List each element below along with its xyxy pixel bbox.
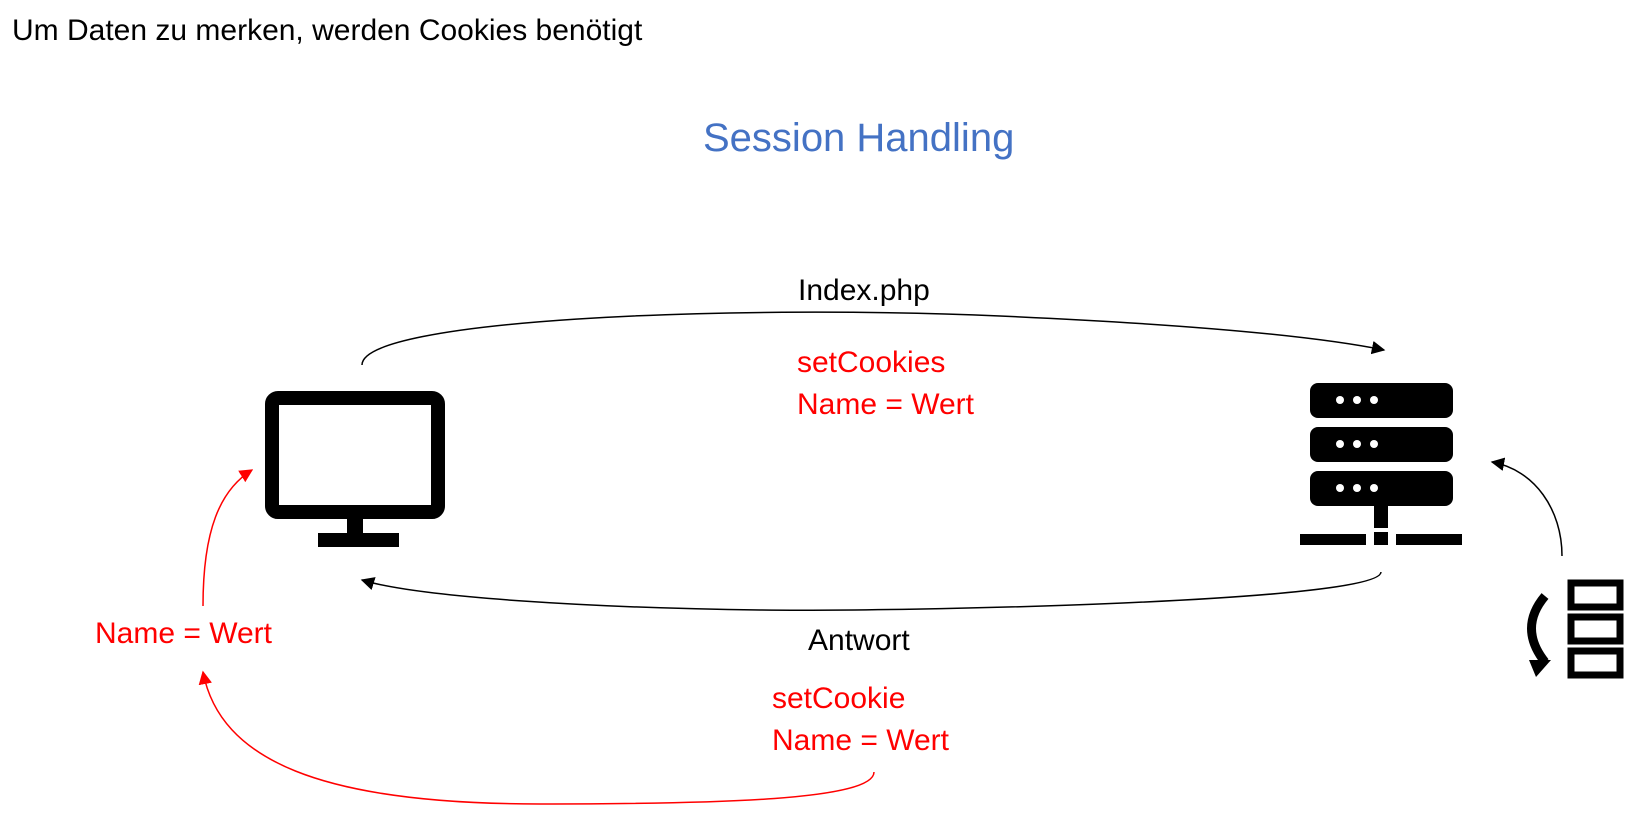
storage-arrow [1490, 457, 1563, 557]
database-restore-icon [1527, 579, 1624, 679]
request-label: Index.php [798, 274, 930, 307]
cookie-return-arrow [198, 670, 875, 805]
request-arrow [361, 311, 1386, 366]
page-heading: Um Daten zu merken, werden Cookies benöt… [12, 14, 643, 47]
request-cookie-value: Name = Wert [797, 388, 974, 421]
server-icon [1300, 383, 1462, 545]
response-cookie-label: setCookie [772, 682, 906, 715]
response-arrow [360, 571, 1382, 611]
client-cookie-value: Name = Wert [95, 617, 272, 650]
cookie-to-client-arrow [202, 469, 254, 607]
monitor-icon [265, 391, 445, 547]
request-cookie-label: setCookies [797, 346, 946, 379]
response-cookie-value: Name = Wert [772, 724, 949, 757]
diagram-title: Session Handling [703, 116, 1015, 160]
response-label: Antwort [808, 624, 910, 657]
